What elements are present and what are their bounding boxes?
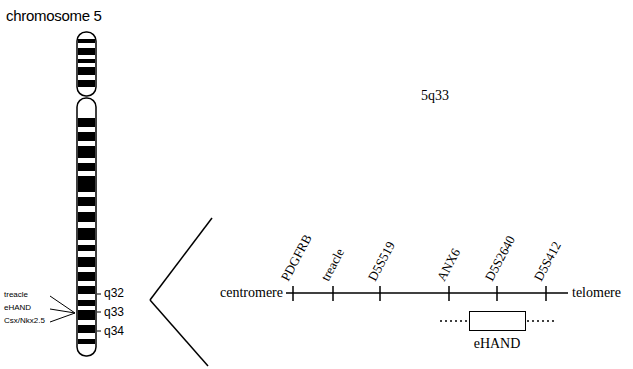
marker-label: ANX6 bbox=[435, 246, 463, 283]
figure-title: chromosome 5 bbox=[6, 8, 102, 23]
band-label: q33 bbox=[104, 306, 124, 318]
end-label: telomere bbox=[572, 286, 621, 300]
gene-extent-box: eHAND bbox=[469, 311, 526, 331]
gene-label: Csx/Nkx2.5 bbox=[4, 317, 45, 325]
marker-label: D5S519 bbox=[366, 239, 397, 283]
end-label: centromere bbox=[220, 286, 283, 300]
gene-name: eHAND bbox=[474, 337, 521, 351]
region-label: 5q33 bbox=[421, 89, 449, 103]
band-label: q34 bbox=[104, 325, 124, 337]
gene-label: eHAND bbox=[4, 304, 31, 312]
marker-label: PDGFRB bbox=[279, 232, 314, 283]
marker-label: D5S2640 bbox=[483, 234, 518, 283]
marker-label: treacle bbox=[319, 246, 347, 283]
band-label: q32 bbox=[104, 287, 124, 299]
marker-label: D5S412 bbox=[532, 239, 563, 283]
gene-label: treacle bbox=[4, 291, 28, 299]
